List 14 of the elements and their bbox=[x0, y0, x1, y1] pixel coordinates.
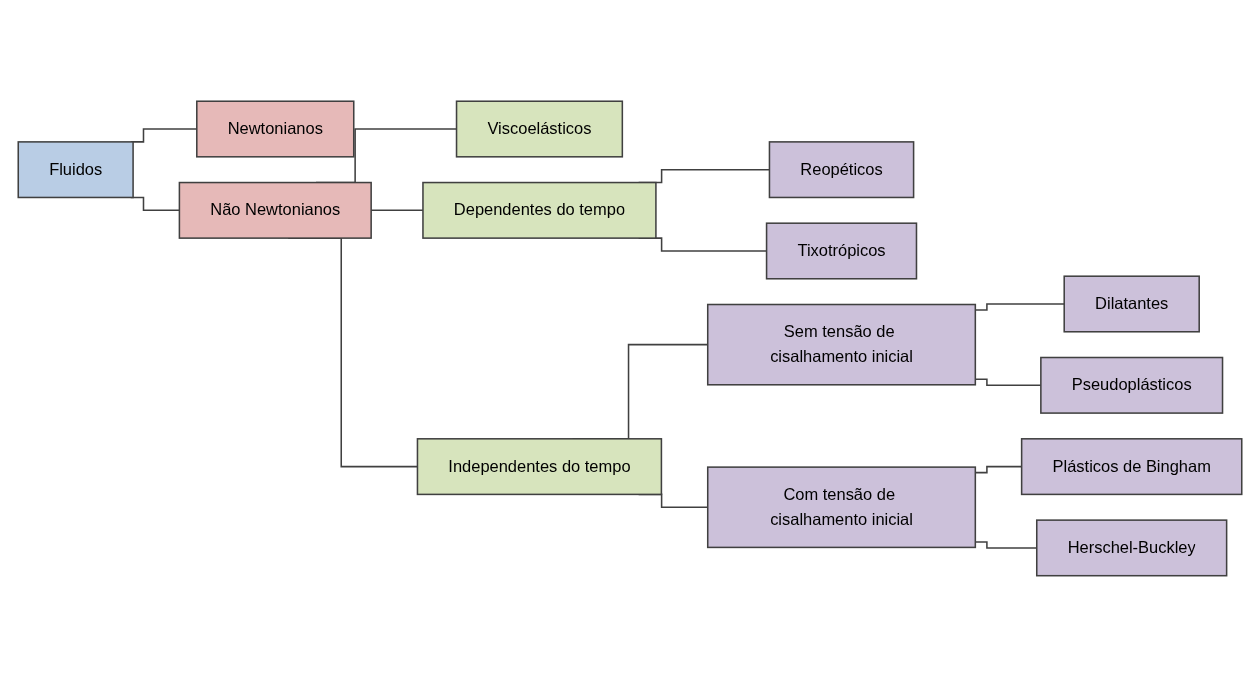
node-box: Não Newtonianos bbox=[178, 181, 372, 239]
node-box: Independentes do tempo bbox=[416, 438, 663, 496]
node-box: Dilatantes bbox=[1063, 275, 1200, 333]
node-box: Plásticos de Bingham bbox=[1020, 438, 1243, 496]
node-box: Newtonianos bbox=[196, 100, 355, 158]
node-box: Com tensão de cisalhamento inicial bbox=[706, 466, 977, 549]
node-box: Reopéticos bbox=[768, 141, 915, 199]
node-box: Tixotrópicos bbox=[765, 222, 918, 280]
node-box: Viscoelásticos bbox=[455, 100, 624, 158]
node-box: Herschel-Buckley bbox=[1036, 519, 1228, 577]
node-box: Pseudoplásticos bbox=[1040, 356, 1224, 414]
node-box: Fluidos bbox=[17, 141, 134, 199]
node-box: Sem tensão de cisalhamento inicial bbox=[706, 303, 977, 386]
node-box: Dependentes do tempo bbox=[422, 181, 657, 239]
